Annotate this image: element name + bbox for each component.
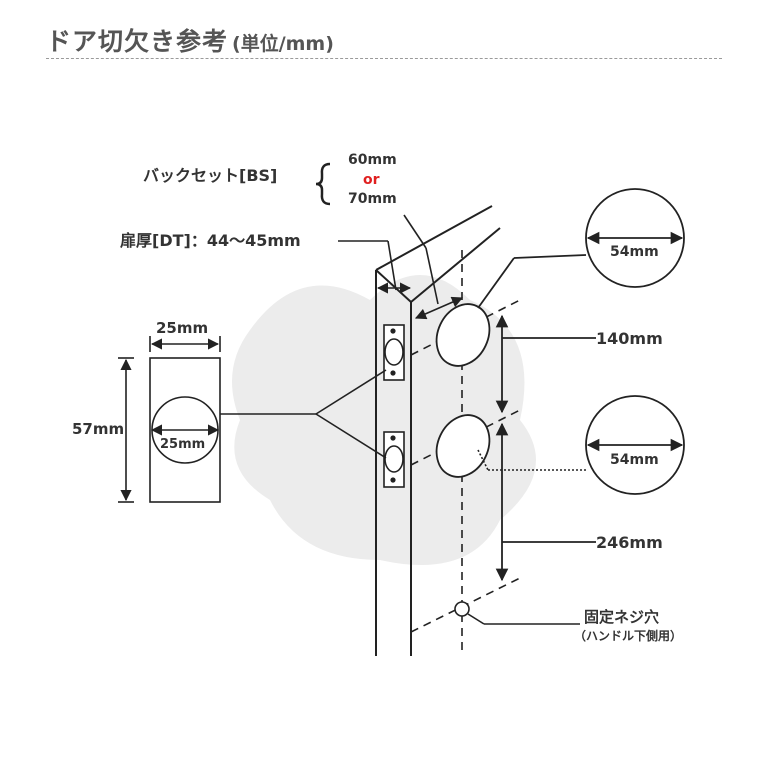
latch-detail — [118, 336, 387, 503]
screw-hole-mark — [454, 601, 470, 617]
page-header: ドア切欠き参考(単位/mm) — [46, 20, 722, 60]
hole-detail-upper — [477, 188, 685, 309]
title-text: ドア切欠き参考 — [46, 27, 229, 56]
top-dimension-leaders — [338, 214, 464, 320]
latch-hole-label: 25mm — [160, 437, 205, 452]
watermark — [232, 275, 536, 565]
screw-hole-leader — [467, 613, 580, 625]
door-edge — [375, 205, 501, 656]
latch-height-label: 57mm — [72, 420, 124, 438]
hole-lower-label: 54mm — [610, 452, 659, 468]
backset-60-label: 60mm — [348, 152, 397, 168]
backset-70-label: 70mm — [348, 191, 397, 207]
title-unit: (単位/mm) — [232, 33, 334, 55]
spacing-246-label: 246mm — [596, 533, 663, 552]
spacing-dimensions — [495, 314, 596, 582]
hole-upper-label: 54mm — [610, 244, 659, 260]
backset-brace — [315, 162, 331, 206]
screw-hole-label: 固定ネジ穴 — [584, 608, 659, 626]
backset-or-label: or — [363, 172, 380, 188]
header-divider — [46, 58, 722, 59]
backset-label: バックセット[BS] — [143, 166, 277, 185]
hole-detail-lower — [585, 395, 685, 495]
bore-holes — [435, 303, 491, 478]
screw-hole-note: （ハンドル下側用） — [574, 628, 682, 643]
latch-plate-lower — [383, 431, 405, 488]
page-title: ドア切欠き参考(単位/mm) — [46, 22, 334, 58]
latch-plate-upper — [383, 324, 405, 381]
latch-width-label: 25mm — [156, 319, 208, 337]
door-thickness-label: 扉厚[DT]：44〜45mm — [120, 231, 301, 250]
spacing-140-label: 140mm — [596, 329, 663, 348]
